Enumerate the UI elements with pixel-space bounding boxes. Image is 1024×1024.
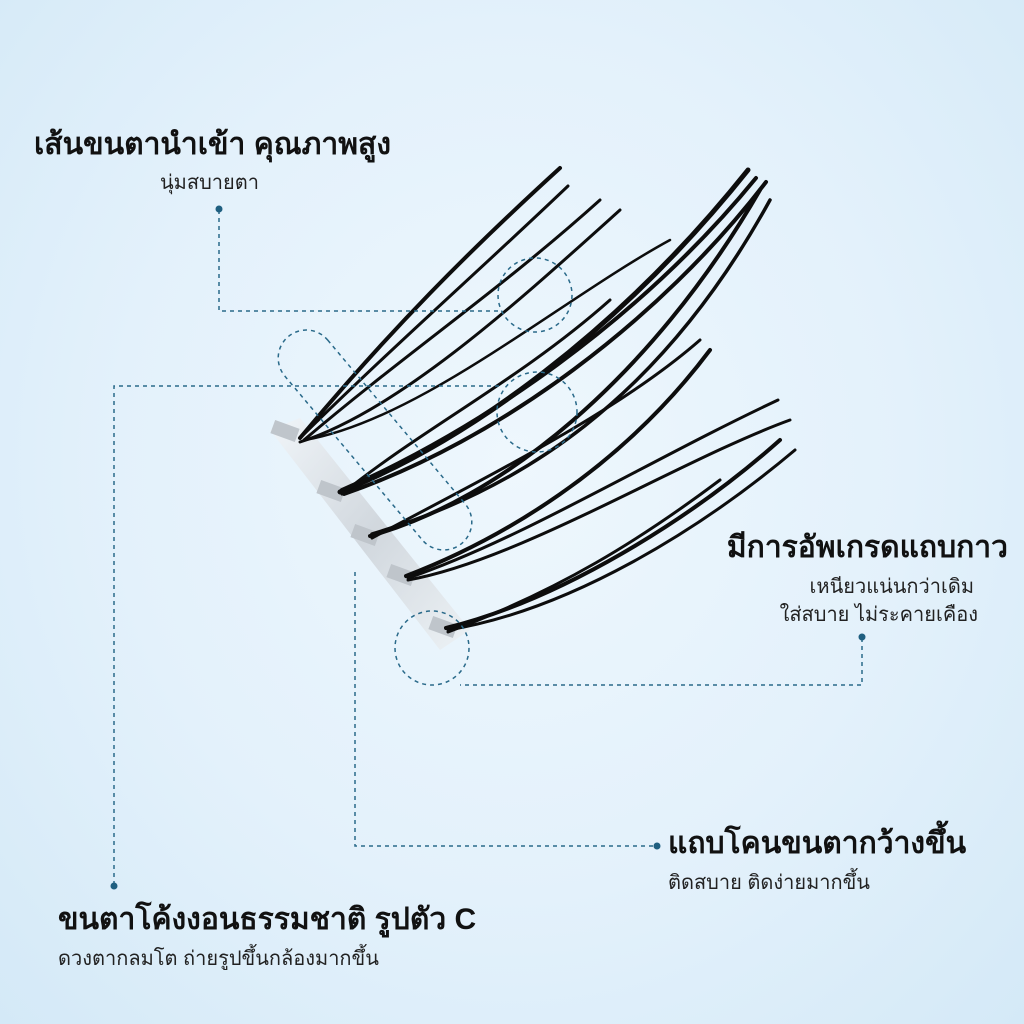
highlight-circle-3: [394, 610, 470, 686]
lash-clusters: [298, 166, 797, 634]
annotation-bottom-right-title: แถบโคนขนตากว้างขึ้น: [668, 827, 967, 860]
highlight-circle-1: [497, 257, 573, 333]
annotation-bottom-right-subtitle: ติดสบาย ติดง่ายมากขึ้น: [668, 872, 870, 894]
annotation-bottom-left-title: ขนตาโค้งงอนธรรมชาติ รูปตัว C: [58, 903, 477, 936]
annotation-right-middle-line1: เหนียวแน่นกว่าเดิม: [809, 576, 974, 598]
annotation-top-left-subtitle: นุ่มสบายตา: [160, 172, 259, 194]
highlight-circle-2: [496, 371, 578, 453]
annotation-top-left-title: เส้นขนตานำเข้า คุณภาพสูง: [34, 128, 391, 161]
highlight-circles: [277, 257, 578, 686]
annotation-right-middle-line2: ใส่สบาย ไม่ระคายเคือง: [779, 604, 978, 626]
leader-lines: [113, 210, 863, 885]
annotation-right-middle-title: มีการอัพเกรดแถบกาว: [726, 531, 1008, 564]
leader-dots: [110, 205, 866, 890]
annotation-bottom-left-subtitle: ดวงตากลมโต ถ่ายรูปขึ้นกล้องมากขึ้น: [58, 948, 379, 970]
band-outline: [277, 329, 473, 551]
